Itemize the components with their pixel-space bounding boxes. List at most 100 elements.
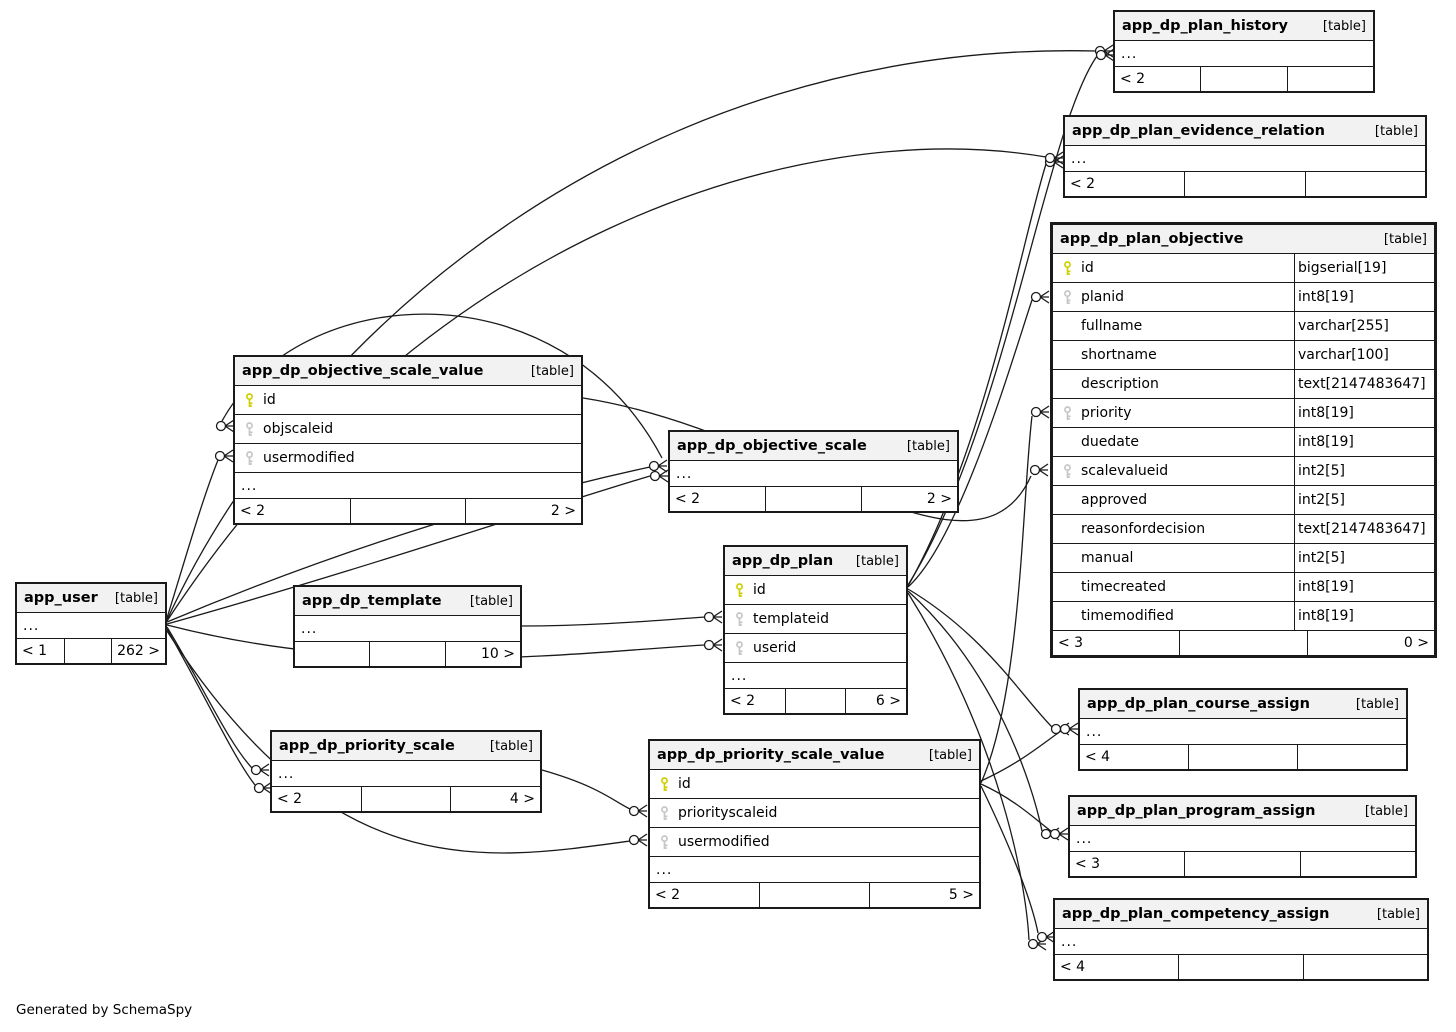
footer-children-count: 5 > (869, 883, 979, 907)
footer-parents-count: < 1 (22, 643, 48, 659)
footer-mid-cell (1188, 745, 1297, 769)
table-type-tag: [table] (1376, 906, 1420, 922)
table-type-tag: [table] (1355, 696, 1399, 712)
column-type: int8[19] (1294, 602, 1434, 630)
table-header: app_dp_plan_program_assign[table] (1070, 797, 1415, 825)
relationship-edge-app_dp_plan_history.usermodified (166, 44, 1114, 621)
foreign-key-icon (1053, 283, 1081, 311)
column-name: id (678, 776, 691, 792)
table-app_dp_plan_program_assign: app_dp_plan_program_assign[table]...< 3 (1068, 795, 1417, 878)
column-row-approved: approved int2[5] (1053, 485, 1434, 514)
relationship-edge-app_dp_plan_objective.priority (980, 405, 1050, 784)
column-row-objscaleid: objscaleid (235, 414, 581, 443)
column-row-id: id (725, 575, 906, 604)
foreign-key-icon (650, 799, 678, 827)
table-name[interactable]: app_dp_objective_scale (677, 438, 867, 454)
column-name: usermodified (263, 450, 355, 466)
column-type: text[2147483647] (1294, 515, 1434, 543)
relationship-edge-app_dp_priority_scale.usermodified (166, 626, 270, 777)
footer-parents-count: < 2 (277, 791, 303, 807)
foreign-key-icon (1053, 457, 1081, 485)
column-type: varchar[100] (1294, 341, 1434, 369)
table-header: app_dp_template[table] (295, 587, 520, 615)
hidden-columns-row: ... (1065, 145, 1425, 171)
column-name: userid (753, 640, 797, 656)
column-name: id (753, 582, 766, 598)
table-app_dp_plan_evidence_relation: app_dp_plan_evidence_relation[table]...<… (1063, 115, 1427, 198)
table-name[interactable]: app_dp_plan_program_assign (1077, 803, 1316, 819)
footer-parents-count: < 2 (655, 887, 681, 903)
footer-children-count (1299, 852, 1415, 876)
column-name: priority (1081, 405, 1132, 421)
table-type-tag: [table] (928, 747, 972, 763)
hidden-columns-row: ... (295, 615, 520, 641)
primary-key-icon (1053, 254, 1081, 282)
column-name: id (263, 392, 276, 408)
table-name[interactable]: app_dp_plan_evidence_relation (1072, 123, 1325, 139)
table-name[interactable]: app_dp_plan_objective (1060, 231, 1244, 247)
column-type: int8[19] (1294, 428, 1434, 456)
footer-mid-cell (1184, 172, 1304, 196)
table-name[interactable]: app_dp_objective_scale_value (242, 363, 484, 379)
table-name[interactable]: app_dp_template (302, 593, 442, 609)
table-name[interactable]: app_dp_plan_history (1122, 18, 1288, 34)
table-app_dp_template: app_dp_template[table]...10 > (293, 585, 522, 668)
footer-parents-count: < 4 (1085, 749, 1111, 765)
hidden-columns-row: ... (725, 662, 906, 688)
hidden-columns-row: ... (1070, 825, 1415, 851)
foreign-key-icon (650, 828, 678, 856)
hidden-columns-row: ... (1115, 40, 1373, 66)
column-name: usermodified (678, 834, 770, 850)
table-app_dp_plan_competency_assign: app_dp_plan_competency_assign[table]...<… (1053, 898, 1429, 981)
relationship-edge-app_dp_priority_scale_value.priorityscaleid (541, 769, 648, 818)
relationship-edge-app_dp_priority_scale_value.usermodified (166, 630, 648, 854)
table-header: app_dp_objective_scale[table] (670, 432, 957, 460)
footer-mid-cell (1178, 955, 1302, 979)
table-name[interactable]: app_dp_plan (732, 553, 834, 569)
footer-parents-count (295, 642, 369, 666)
hidden-columns-row: ... (17, 612, 165, 638)
column-name: objscaleid (263, 421, 334, 437)
relationship-edge-app_dp_priority_scale.hidden (166, 628, 273, 795)
column-type: int2[5] (1294, 486, 1434, 514)
table-header: app_dp_priority_scale_value [table] (650, 741, 979, 769)
column-name: templateid (753, 611, 829, 627)
table-name[interactable]: app_dp_plan_competency_assign (1062, 906, 1330, 922)
table-header: app_dp_plan[table] (725, 547, 906, 575)
column-row-id: id (650, 769, 979, 798)
table-name[interactable]: app_dp_plan_course_assign (1087, 696, 1310, 712)
relationship-edge-app_dp_plan_objective.planid (907, 290, 1050, 588)
relationship-edge-app_dp_plan.templateid (521, 610, 723, 627)
table-app_dp_plan_history: app_dp_plan_history[table]...< 2 (1113, 10, 1375, 93)
column-row-userid: userid (725, 633, 906, 662)
table-name[interactable]: app_dp_priority_scale (279, 738, 455, 754)
relationship-edge-app_dp_plan_program_assign.priority (980, 783, 1069, 841)
column-type: int8[19] (1294, 399, 1434, 427)
primary-key-icon (650, 770, 678, 798)
primary-key-icon (725, 576, 753, 604)
hidden-columns-row: ... (1055, 928, 1427, 954)
table-type-tag: [table] (530, 363, 574, 379)
column-name: approved (1081, 492, 1148, 508)
footer-parents-count: < 2 (675, 491, 701, 507)
column-type: bigserial[19] (1294, 254, 1434, 282)
key-placeholder (1053, 428, 1081, 456)
table-name[interactable]: app_dp_priority_scale_value (657, 747, 885, 763)
column-name: reasonfordecision (1081, 521, 1206, 537)
footer-children-count (1302, 955, 1427, 979)
table-name[interactable]: app_user (24, 590, 98, 606)
column-name: description (1081, 376, 1159, 392)
relationship-edge-app_dp_plan_course_assign.planid (907, 588, 1070, 736)
